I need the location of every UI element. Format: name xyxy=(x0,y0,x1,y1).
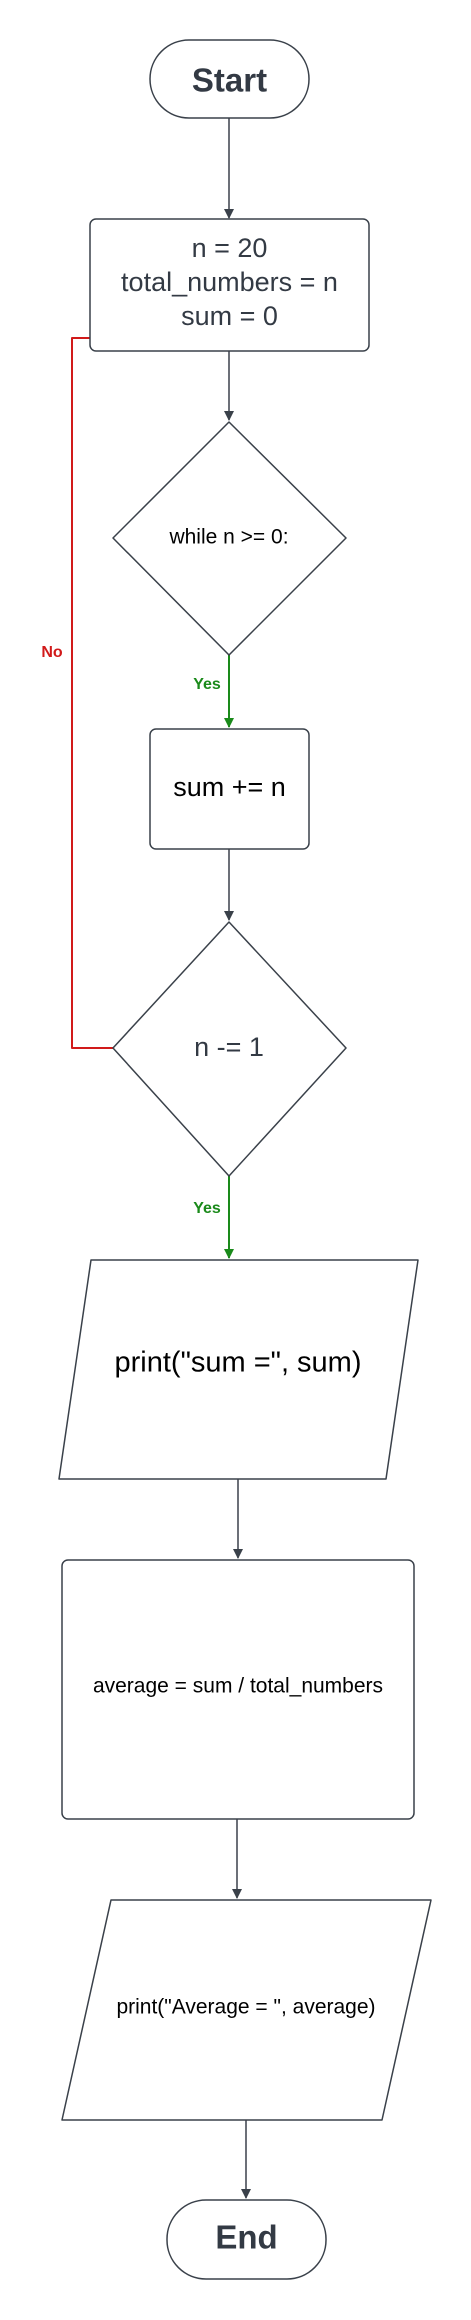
decrement-label: n -= 1 xyxy=(194,1032,264,1062)
print-average-io xyxy=(61,1899,432,2121)
sum-process-box xyxy=(149,728,310,850)
edge-label-yes: Yes xyxy=(193,676,221,693)
connector-decrement-no-loop xyxy=(71,333,227,1049)
edge-label-yes: Yes xyxy=(193,1200,221,1217)
init-line-n: n = 20 xyxy=(192,233,268,263)
print-average-label: print("Average = ", average) xyxy=(116,1996,375,2019)
start-label: Start xyxy=(192,62,267,99)
edge-label-no: No xyxy=(41,644,63,661)
average-calc-label: average = sum / total_numbers xyxy=(93,1675,383,1698)
start-terminator xyxy=(149,39,310,119)
while-decision xyxy=(112,421,347,656)
sum-step-label: sum += n xyxy=(173,772,286,802)
average-process-box xyxy=(61,1559,415,1820)
print-sum-label: print("sum =", sum) xyxy=(115,1347,362,1379)
end-terminator xyxy=(166,2199,327,2280)
end-label: End xyxy=(215,2219,277,2256)
decrement-decision xyxy=(112,921,347,1177)
print-sum-io xyxy=(58,1259,419,1480)
init-line-total: total_numbers = n xyxy=(121,267,338,297)
init-process-box xyxy=(89,218,370,352)
init-line-sum: sum = 0 xyxy=(181,301,278,331)
while-condition-label: while n >= 0: xyxy=(168,526,288,549)
